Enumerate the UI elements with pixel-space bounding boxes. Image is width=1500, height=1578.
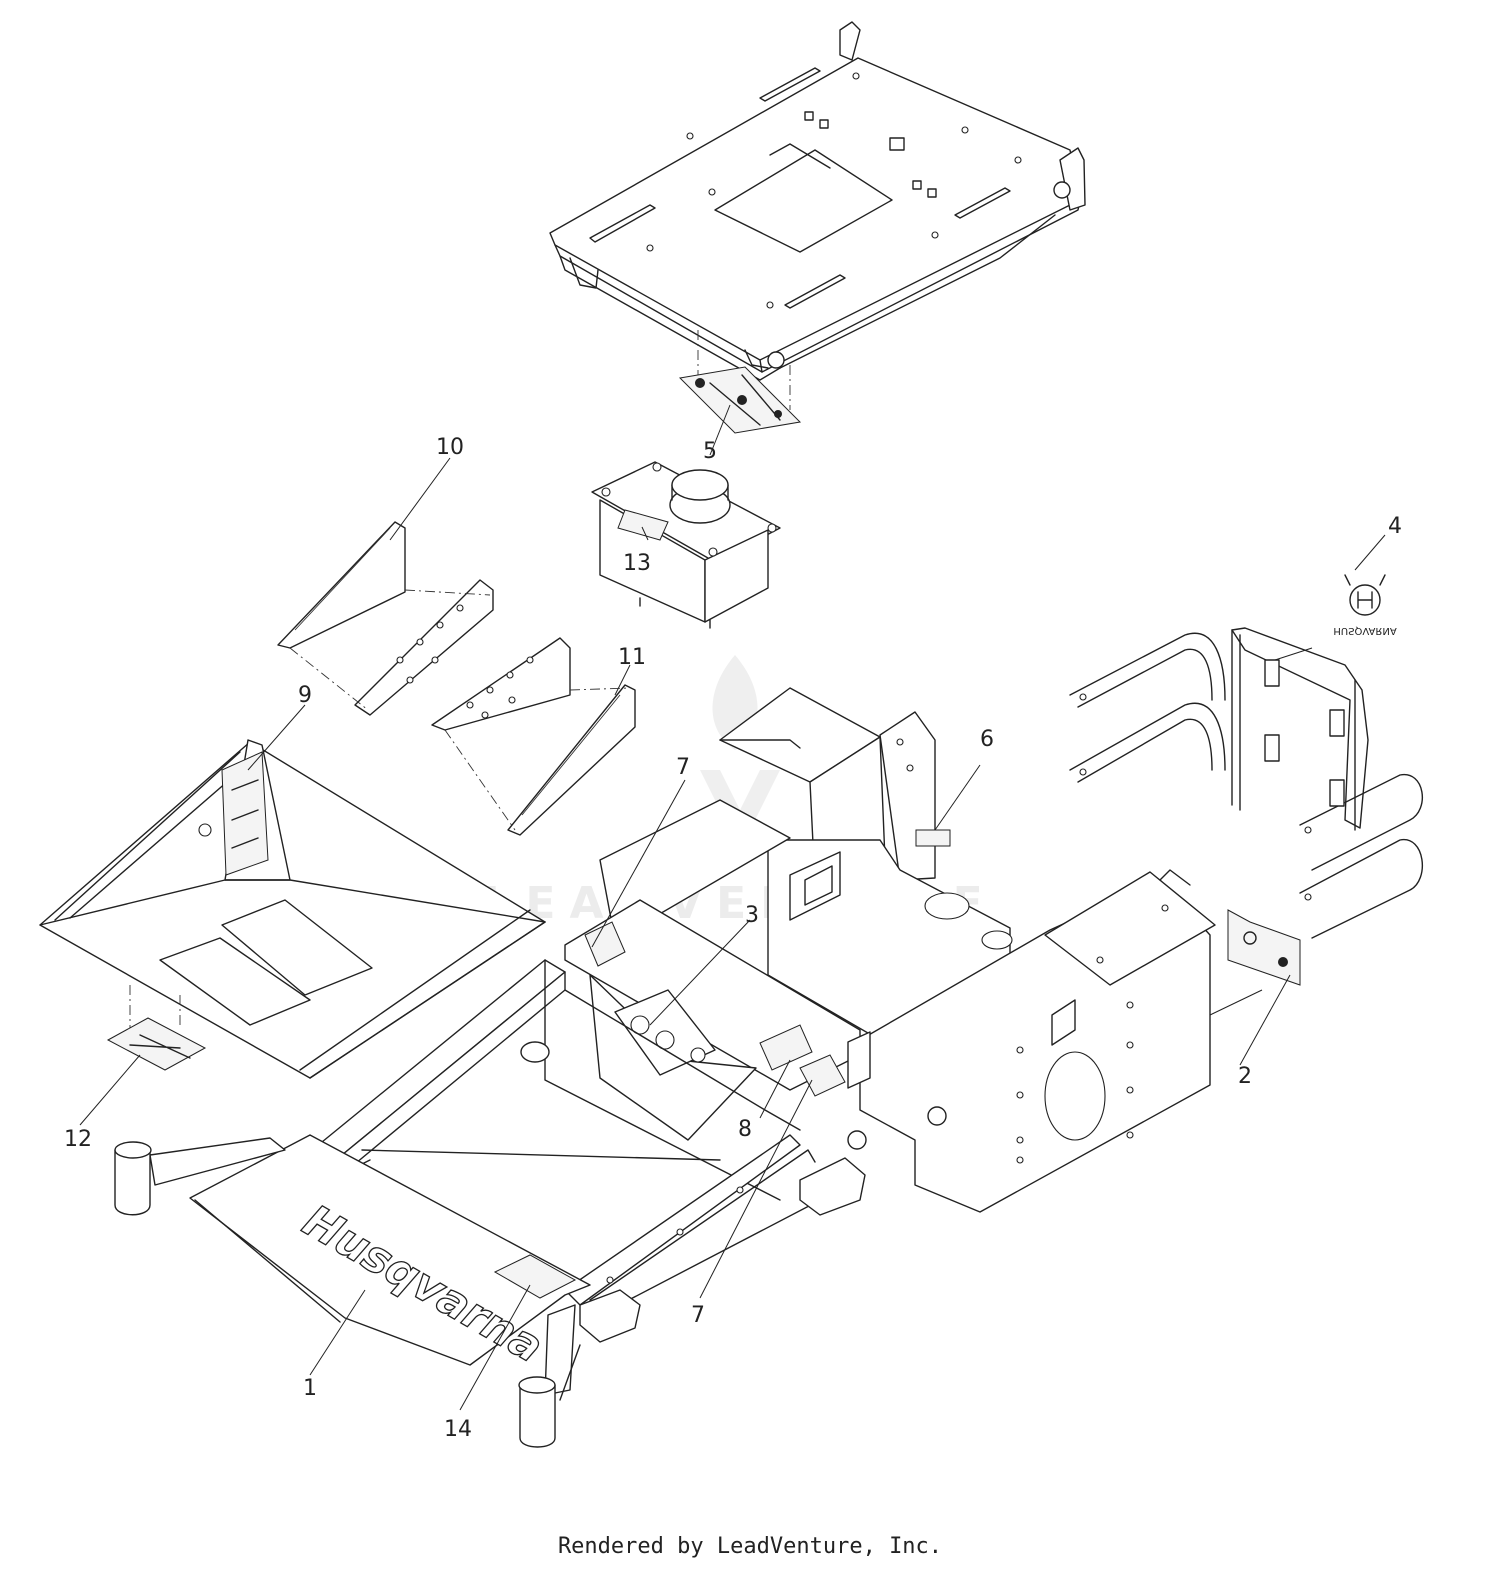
callout-labels: 1 2 3 4 5 6 7 7 8 9 10 11 12 13 14	[64, 435, 1402, 1442]
main-frame: Husqvarna	[114, 687, 1216, 1448]
callout-2: 2	[1238, 1064, 1252, 1089]
foot-plate	[39, 739, 546, 1079]
callout-5: 5	[703, 439, 717, 464]
side-decal	[1209, 909, 1301, 1016]
svg-text:AИЯAVQƧUH: AИЯAVQƧUH	[1333, 625, 1396, 636]
hydraulic-tank	[591, 461, 781, 629]
callout-8: 8	[738, 1117, 752, 1142]
side-shields	[277, 521, 636, 836]
callout-1: 1	[303, 1376, 317, 1401]
leader-lines	[79, 404, 1386, 1411]
callout-7-lower: 7	[691, 1303, 705, 1328]
render-credit: Rendered by LeadVenture, Inc.	[557, 1534, 943, 1559]
seat-plate	[549, 21, 1086, 381]
callout-6: 6	[980, 727, 994, 752]
callout-13: 13	[623, 551, 651, 576]
callout-14: 14	[444, 1417, 472, 1442]
callout-7-upper: 7	[676, 755, 690, 780]
foot-plate-decal	[106, 985, 207, 1071]
callout-10: 10	[436, 435, 464, 460]
callout-4: 4	[1388, 514, 1402, 539]
callout-3: 3	[745, 903, 759, 928]
callout-11: 11	[618, 645, 646, 670]
seat-decal	[678, 330, 802, 434]
callout-9: 9	[298, 683, 312, 708]
callout-12: 12	[64, 1127, 92, 1152]
rear-bumper: AИЯAVQƧUH	[1069, 574, 1424, 939]
